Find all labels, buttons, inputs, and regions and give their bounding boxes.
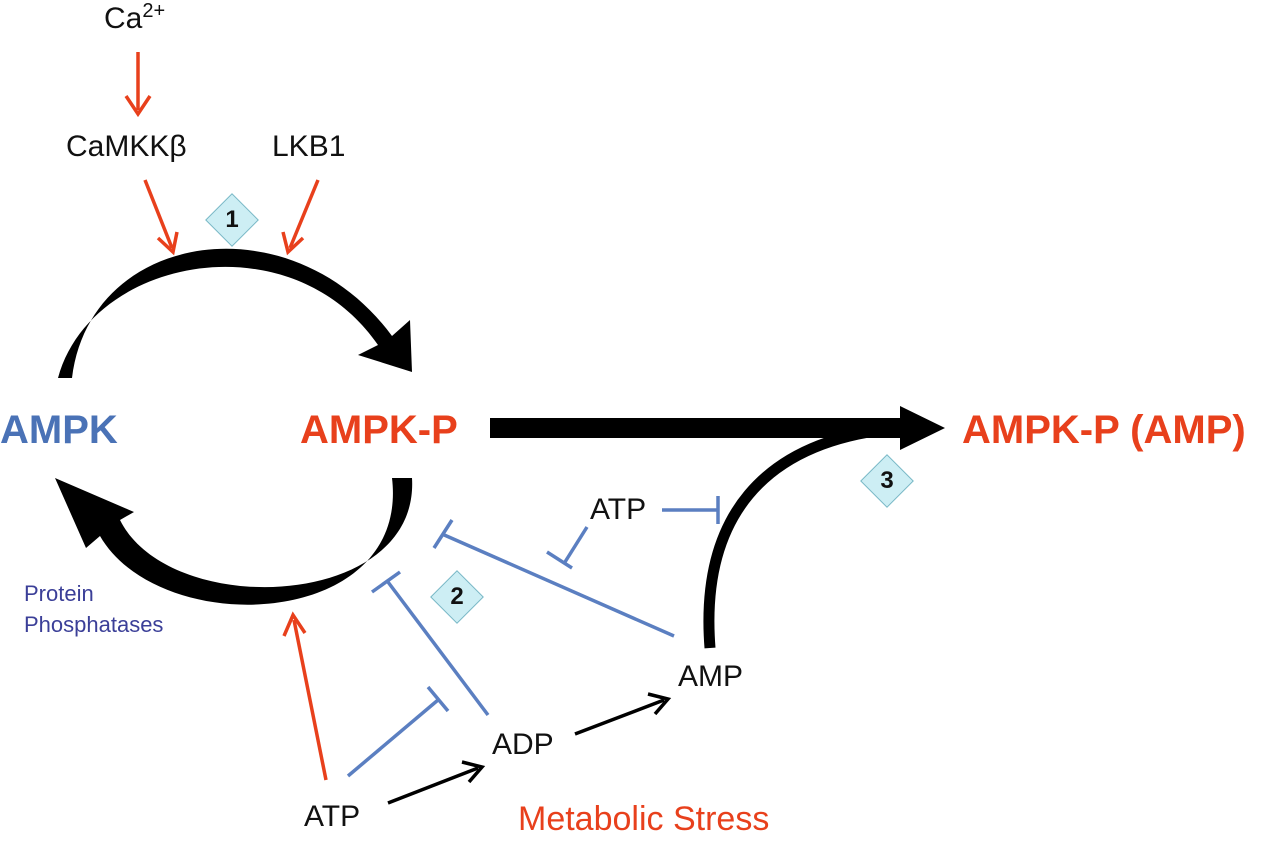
adp-inhibits-dephosphorylation-bar: [370, 570, 402, 594]
amp-to-arrow-curve: [703, 422, 901, 649]
phosphatases-line-1: Protein: [24, 581, 94, 606]
atp-to-adp-arrow: [387, 766, 479, 805]
lkb1-label: LKB1: [272, 130, 346, 163]
atp-to-phosphatase-arrow: [292, 619, 328, 781]
camkkb-label: CaMKKβ: [66, 130, 187, 163]
step-marker-1: 1: [205, 193, 259, 247]
atp-inhibits-amp-bar: [546, 550, 573, 570]
ampk-p-label: AMPK-P: [300, 408, 458, 452]
step-marker-3: 3: [860, 454, 914, 508]
atp-inhibits-adp-bar: [426, 685, 450, 713]
step-marker-number: 3: [880, 467, 894, 494]
adp-to-amp-arrowhead: [647, 692, 672, 716]
calcium-charge: 2+: [142, 0, 166, 22]
adp-label: ADP: [492, 728, 554, 761]
atp-to-adp-arrowhead: [461, 760, 486, 784]
adp-inhibits-dephosphorylation: [386, 580, 490, 717]
calcium-label: Ca2+: [104, 0, 166, 35]
phosphatases-line-2: Phosphatases: [24, 612, 164, 637]
phosphorylation-arc: [58, 248, 412, 378]
step-marker-2: 2: [430, 570, 484, 624]
amp-binding-arrow: [490, 406, 945, 450]
amp-inhibits-dephosphorylation: [441, 532, 675, 638]
ampk-p-amp-label: AMPK-P (AMP): [962, 408, 1246, 452]
amp-inhibits-dephosphorylation-bar: [432, 519, 454, 549]
protein-phosphatases-label: Protein Phosphatases: [24, 578, 163, 640]
adp-to-amp-arrow: [574, 698, 665, 736]
camkkb-to-arc-arrowhead: [156, 231, 179, 256]
atp-inhibits-amp-line: [563, 526, 589, 563]
atp-inhibits-adp-line: [346, 698, 440, 778]
dephosphorylation-arc: [55, 478, 413, 605]
atp-top-label: ATP: [590, 493, 647, 526]
atp-bottom-label: ATP: [304, 800, 361, 833]
step-marker-number: 2: [450, 583, 464, 610]
ca-to-camkkb-arrowhead: [124, 95, 152, 118]
lkb1-to-arc-arrowhead: [281, 231, 305, 256]
atp-to-phosphatase-arrowhead: [282, 611, 307, 637]
lkb1-to-arc-arrow: [288, 179, 320, 249]
step-marker-number: 1: [225, 206, 239, 233]
metabolic-stress-label: Metabolic Stress: [518, 800, 770, 838]
amp-label: AMP: [678, 660, 744, 693]
ampk-label: AMPK: [0, 408, 118, 452]
camkkb-to-arc-arrow: [143, 179, 174, 249]
